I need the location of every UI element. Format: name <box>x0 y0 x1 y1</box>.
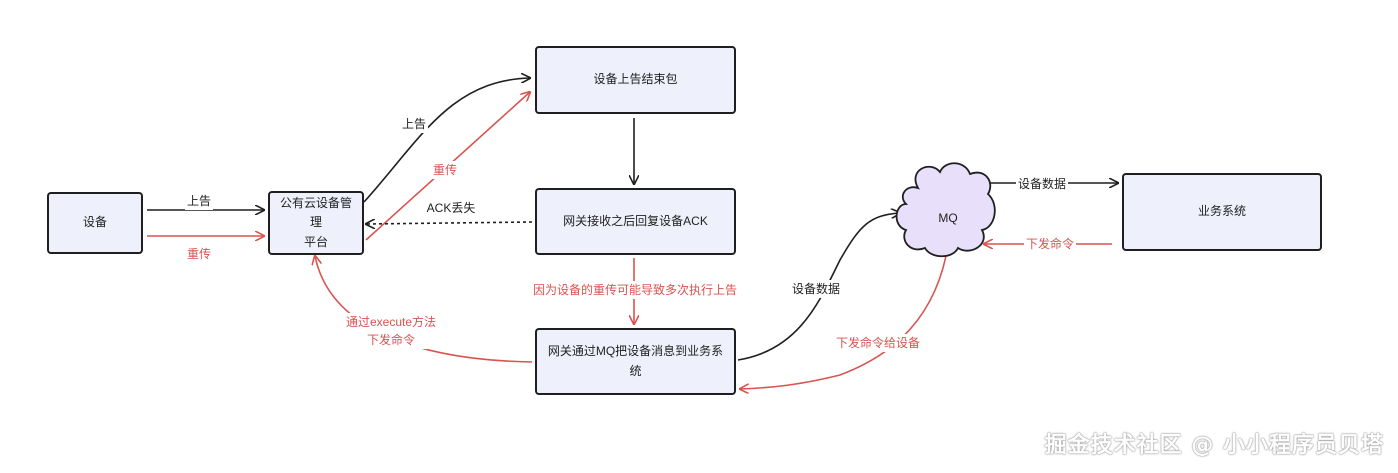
label-retry-cause: 因为设备的重传可能导致多次执行上告 <box>530 281 740 299</box>
node-business-label: 业务系统 <box>1197 204 1246 219</box>
edge-platform-report <box>363 78 530 203</box>
node-device-label: 设备 <box>82 215 107 230</box>
node-cloud-platform-label: 公有云设备管理 平台 <box>279 196 352 249</box>
label-ack-lost: ACK丢失 <box>424 199 478 217</box>
node-gateway-ack: 网关接收之后回复设备ACK <box>535 188 736 255</box>
node-gateway-mq: 网关通过MQ把设备消息到业务系统 <box>535 328 736 395</box>
edge-command-to-device <box>740 255 947 389</box>
mq-cloud-shape <box>895 162 996 258</box>
node-business: 业务系统 <box>1122 173 1322 251</box>
node-end-packet-label: 设备上告结束包 <box>593 72 678 87</box>
node-end-packet: 设备上告结束包 <box>535 46 736 114</box>
label-mq-to-business: 设备数据 <box>1015 175 1069 193</box>
watermark: 掘金技术社区 @ 小小程序员贝塔 <box>1044 433 1384 458</box>
label-device-report: 上告 <box>184 192 214 210</box>
edge-ack-lost <box>366 222 533 224</box>
node-gateway-mq-label: 网关通过MQ把设备消息到业务系统 <box>547 344 724 378</box>
label-execute-command: 通过execute方法 下发命令 <box>343 313 439 349</box>
edge-gateway-to-mq <box>737 213 900 361</box>
node-gateway-ack-label: 网关接收之后回复设备ACK <box>563 213 708 228</box>
label-platform-report: 上告 <box>399 115 429 133</box>
label-device-retry: 重传 <box>184 245 214 263</box>
node-cloud-platform: 公有云设备管理 平台 <box>268 191 364 255</box>
node-mq-label: MQ <box>938 211 958 225</box>
label-command-to-device: 下发命令给设备 <box>833 334 923 352</box>
label-gateway-to-mq: 设备数据 <box>789 280 843 298</box>
node-device: 设备 <box>47 192 143 254</box>
label-business-command: 下发命令 <box>1023 235 1077 253</box>
label-platform-retry: 重传 <box>430 161 460 179</box>
